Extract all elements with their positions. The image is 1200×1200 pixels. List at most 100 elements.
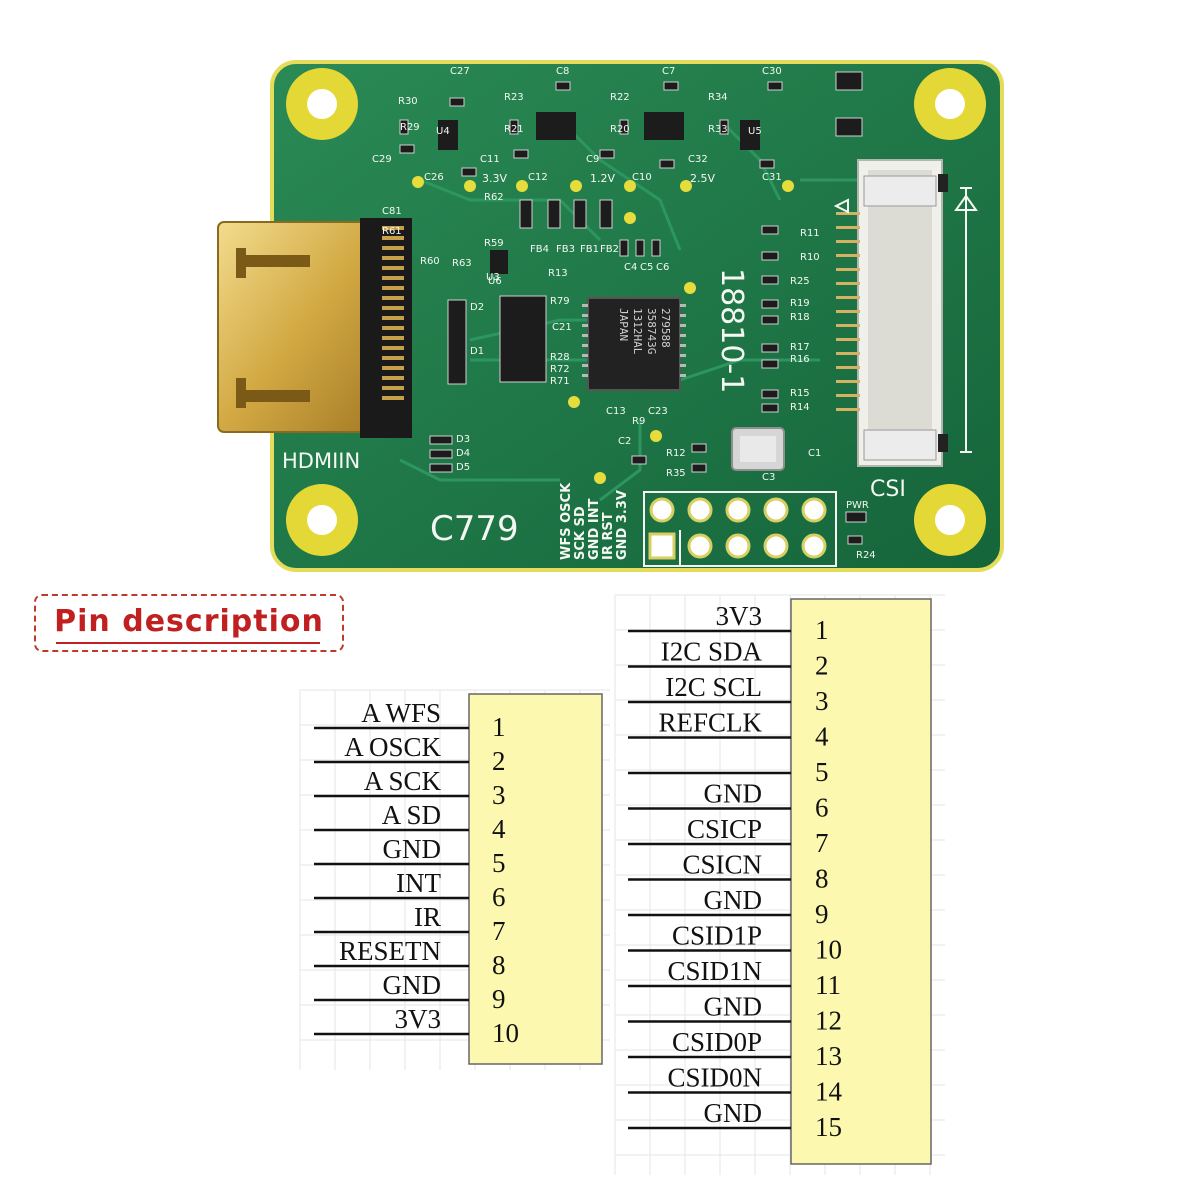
right-pin-number: 3 [815, 686, 829, 716]
regulator-ic [644, 112, 684, 140]
component-label: C7 [662, 66, 675, 77]
component-label: R22 [610, 92, 630, 103]
left-pin-name: 3V3 [395, 1004, 442, 1034]
left-pin-number: 8 [492, 950, 506, 980]
right-pin-name: 3V3 [716, 601, 763, 631]
left-pin-number: 3 [492, 780, 506, 810]
component-label: R9 [632, 416, 645, 427]
regulator-ic [536, 112, 576, 140]
component-label: R14 [790, 402, 810, 413]
left-pin-name: GND [383, 834, 442, 864]
component-label: C30 [762, 66, 782, 77]
right-pin-name: GND [704, 779, 763, 809]
board-photo: 279588 358743G 1312HAL JAPAN [217, 60, 1004, 572]
right-pin-number: 14 [815, 1077, 843, 1107]
left-pin-number: 10 [492, 1018, 519, 1048]
component-label: R63 [452, 258, 472, 269]
component-label: C4 [624, 262, 637, 273]
right-pin-number: 10 [815, 935, 842, 965]
right-pin-name: I2C SCL [665, 672, 762, 702]
component-label: R18 [790, 312, 810, 323]
left-grid-background [299, 689, 610, 1070]
component-label: R10 [800, 252, 820, 263]
component-label: D1 [470, 346, 484, 357]
component-label: R61 [382, 226, 402, 237]
component-label: R34 [708, 92, 728, 103]
component-label: U4 [436, 126, 450, 137]
component-label: C1 [808, 448, 821, 459]
right-pin-number: 8 [815, 864, 829, 894]
right-pin-number: 15 [815, 1112, 842, 1142]
component-label: R62 [484, 192, 504, 203]
component-label: R25 [790, 276, 810, 287]
left-pin-number: 9 [492, 984, 506, 1014]
component-label: C6 [656, 262, 669, 273]
component-label: U3 [486, 272, 500, 283]
component-label: C26 [424, 172, 444, 183]
component-label: R11 [800, 228, 820, 239]
right-pin-name: CSID0N [667, 1063, 762, 1093]
right-pin-number: 13 [815, 1041, 842, 1071]
rail-label-2v5: 2.5V [690, 172, 715, 185]
component-label: R16 [790, 354, 810, 365]
header-label-row2: SCK SD [573, 506, 588, 560]
component-label: C5 [640, 262, 653, 273]
component-label: C23 [648, 406, 668, 417]
right-pin-name: REFCLK [658, 708, 762, 738]
component-label: R30 [398, 96, 418, 107]
bridge-chip: 279588 358743G 1312HAL JAPAN [582, 297, 686, 391]
pin-header [643, 491, 837, 567]
component-label: R79 [550, 296, 570, 307]
header-label-row3: GND INT [587, 498, 602, 560]
chip-line-4: JAPAN [617, 308, 630, 341]
component-label: R59 [484, 238, 504, 249]
right-pin-name: GND [704, 1098, 763, 1128]
right-pin-name: CSID1P [672, 921, 762, 951]
right-pin-name: CSICP [687, 814, 762, 844]
pwr-label: PWR [846, 500, 869, 511]
mounting-holes [286, 68, 986, 556]
header-label-row1: WFS OSCK [559, 482, 574, 560]
component-label: R15 [790, 388, 810, 399]
component-label: C11 [480, 154, 500, 165]
right-pin-name: CSID1N [667, 956, 762, 986]
left-pin-number: 6 [492, 882, 506, 912]
right-pin-number: 4 [815, 722, 829, 752]
component-label: R60 [420, 256, 440, 267]
component-label: FB2 [600, 244, 619, 255]
chip-line-3: 1312HAL [631, 308, 644, 355]
right-pin-number: 9 [815, 899, 829, 929]
header-label-row5: GND 3.3V [615, 490, 630, 560]
left-pin-number: 7 [492, 916, 506, 946]
right-pin-number: 6 [815, 793, 829, 823]
component-label: C31 [762, 172, 782, 183]
right-pin-name: I2C SDA [661, 637, 763, 667]
component-label: C27 [450, 66, 470, 77]
chip-line-2: 358743G [645, 308, 658, 354]
component-label: D4 [456, 448, 470, 459]
pin-description-title: Pin description [54, 604, 324, 639]
pin-description-box: Pin description [34, 594, 344, 652]
component-label: C12 [528, 172, 548, 183]
component-label: D3 [456, 434, 470, 445]
right-grid-background [614, 594, 945, 1175]
component-label: R72 [550, 364, 570, 375]
right-pin-name: GND [704, 992, 763, 1022]
title-underline [56, 642, 320, 644]
component-label: C21 [552, 322, 572, 333]
csi-connector [836, 159, 948, 467]
component-label: R13 [548, 268, 568, 279]
component-label: C8 [556, 66, 569, 77]
component-label: C13 [606, 406, 626, 417]
csi-label: CSI [870, 477, 906, 502]
left-pin-number: 5 [492, 848, 506, 878]
chip-line-1: 279588 [659, 308, 672, 348]
component-label: R29 [400, 122, 420, 133]
component-label: R12 [666, 448, 686, 459]
hdmi-label: HDMIIN [282, 449, 360, 473]
component-label: R21 [504, 124, 524, 135]
component-label: FB4 [530, 244, 549, 255]
component-label: FB3 [556, 244, 575, 255]
